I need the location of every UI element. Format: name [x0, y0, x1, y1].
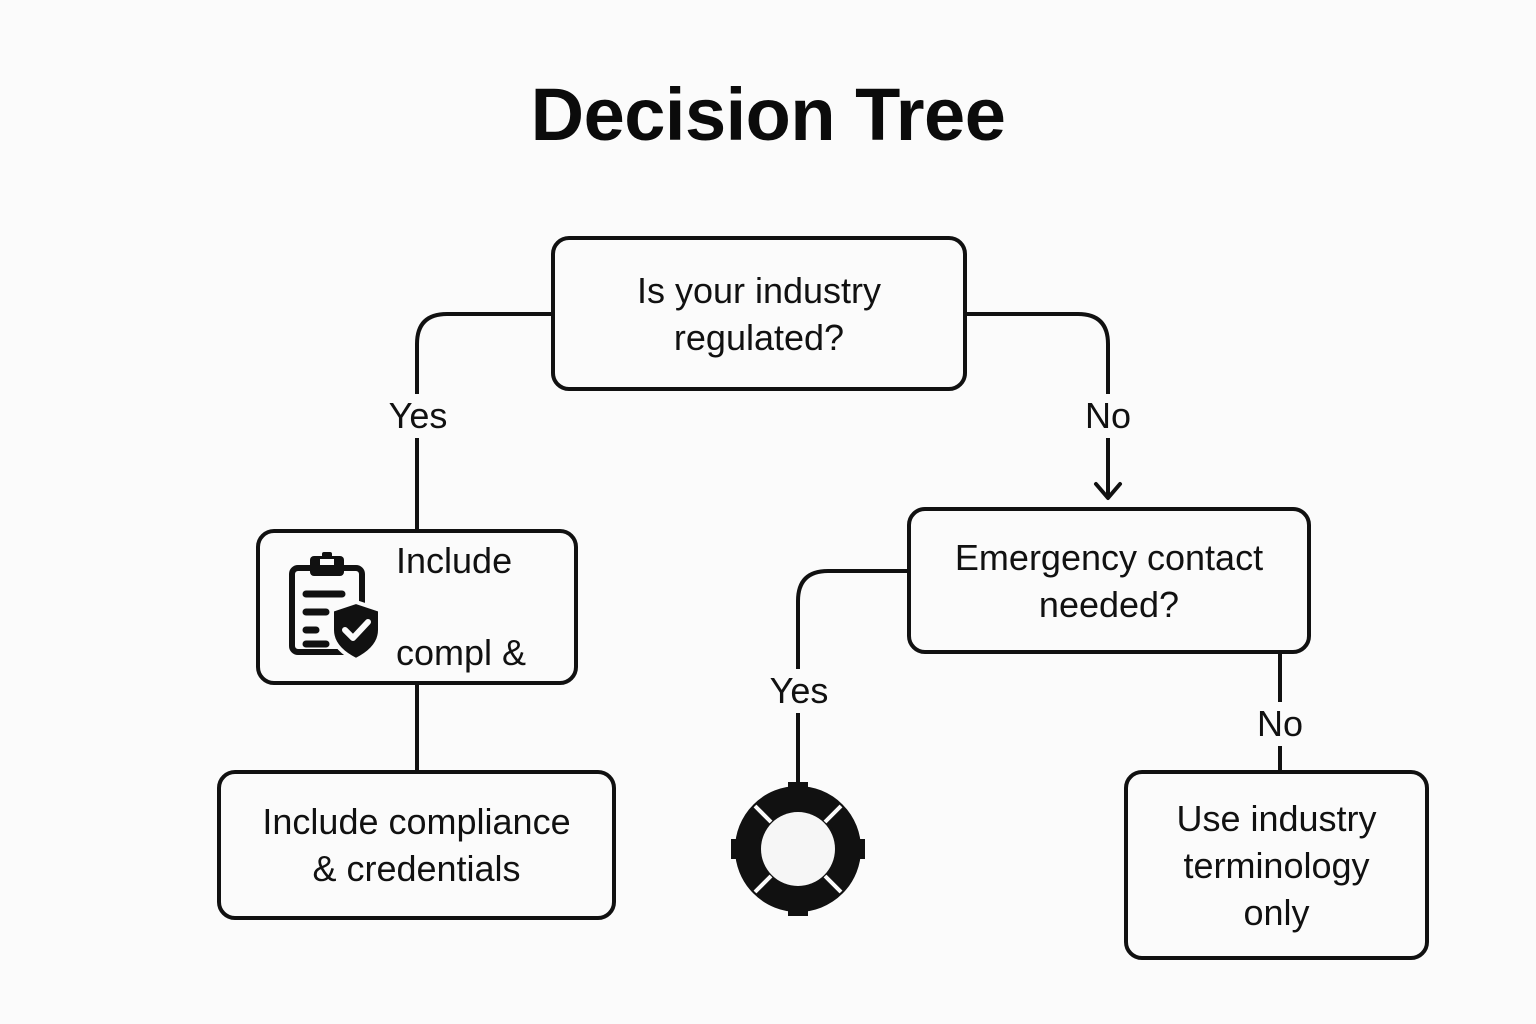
- edge-emergency-yes: [796, 569, 907, 790]
- node-label: Emergency contact needed?: [954, 536, 1264, 625]
- decision-node-industry-regulated: Is your industry regulated?: [551, 236, 967, 391]
- edge-root-yes: [415, 312, 551, 529]
- node-label: Is your industry regulated?: [636, 269, 882, 358]
- node-label-line1: Include: [396, 540, 513, 581]
- action-node-industry-terminology: Use industry terminology only: [1124, 770, 1429, 960]
- node-label-line2: compl &: [396, 632, 527, 673]
- decision-node-emergency-contact: Emergency contact needed?: [907, 507, 1311, 654]
- node-label-group: Include compl &: [396, 492, 526, 722]
- node-label: Use industry terminology only: [1176, 797, 1377, 933]
- page-title: Decision Tree: [530, 73, 1006, 156]
- arrow-head-no: [1094, 482, 1122, 500]
- edge-label-root-yes: Yes: [382, 394, 454, 438]
- action-node-include-compliance-short: Include compl &: [256, 529, 578, 685]
- edge-label-root-no: No: [1078, 394, 1138, 438]
- node-label: Include compliance & credentials: [262, 801, 571, 889]
- edge-label-emergency-yes: Yes: [763, 669, 835, 713]
- lifebuoy-icon: [731, 782, 865, 916]
- clipboard-shield-check-icon: [289, 552, 382, 662]
- action-node-include-compliance: Include compliance & credentials: [217, 770, 616, 920]
- edge-label-emergency-no: No: [1250, 702, 1310, 746]
- edge-root-no: [967, 312, 1110, 496]
